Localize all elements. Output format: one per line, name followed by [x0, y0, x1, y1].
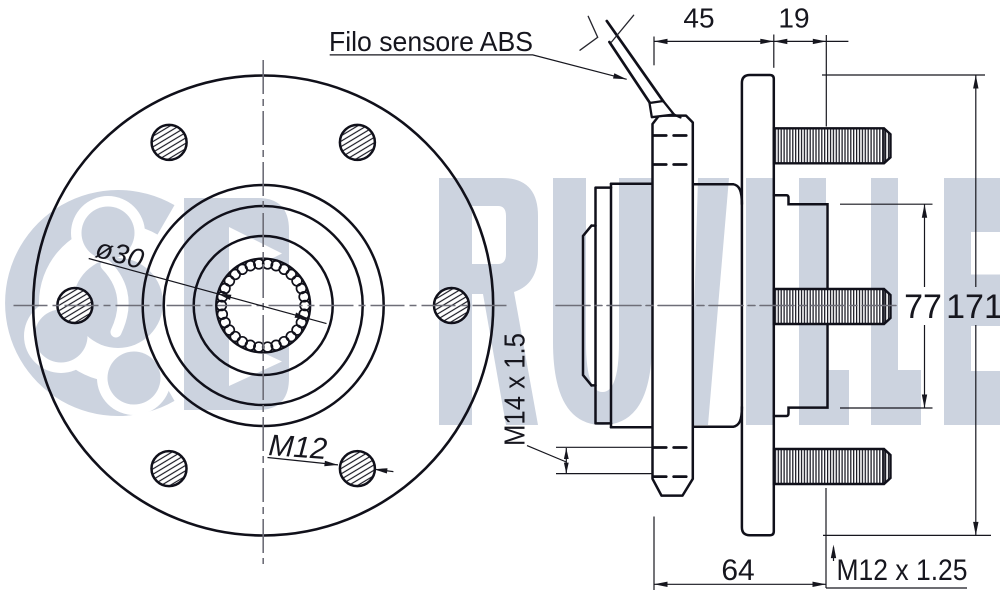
spline-tooth	[244, 259, 257, 272]
spline-tooth	[216, 308, 229, 320]
dimension-arrowhead	[563, 448, 569, 459]
dimension-arrowhead	[921, 394, 928, 408]
dimension-arrowhead	[830, 544, 837, 559]
dim-19-text: 19	[778, 3, 809, 34]
annotations: Filo sensore ABS 45 19 77 171 64 M12 x 1…	[88, 3, 1000, 590]
wheel-stud-2	[772, 287, 892, 326]
spline-tooth	[285, 268, 297, 281]
detail-polygon	[229, 337, 282, 386]
outline-path	[871, 178, 921, 425]
outline-path	[329, 54, 627, 80]
dimension-arrowhead	[654, 38, 668, 45]
abs-sensor-wire	[579, 14, 682, 119]
wire-break-mark	[579, 15, 599, 51]
spline-tooth	[253, 258, 265, 270]
dimension-arrowhead	[654, 581, 668, 587]
bolt-hole-2	[338, 123, 377, 162]
outline-path	[605, 19, 665, 103]
outline-path	[88, 257, 327, 325]
dim-77-text: 77	[904, 288, 942, 326]
bolt-hole-6	[338, 449, 377, 488]
dimension-arrowhead	[563, 462, 569, 474]
dimension-77: 77	[840, 203, 942, 409]
label-sensor-wire: Filo sensore ABS	[329, 26, 627, 80]
dimension-45-19: 45 19	[653, 3, 849, 127]
outline-path	[439, 178, 538, 425]
outline-path	[672, 113, 682, 119]
dimension-arrowhead	[773, 38, 788, 45]
outline-path	[772, 127, 892, 165]
spline-tooth	[261, 258, 274, 270]
wheel-stud-3	[772, 447, 892, 486]
dimension-64: 64	[653, 488, 827, 590]
dimension-arrowhead	[294, 312, 309, 319]
label-sensor-thread: M14 x 1.5	[500, 333, 654, 475]
label-stud-thread: M12 x 1.25	[826, 544, 968, 589]
outline-path	[746, 178, 775, 425]
wire-sleeve	[648, 99, 676, 119]
dimension-arrowhead	[217, 293, 232, 300]
sensor-thread-text: M14 x 1.5	[500, 333, 532, 446]
bolt-thread-text: M12	[268, 429, 329, 466]
side-view	[555, 14, 898, 537]
flange-plate	[740, 73, 776, 537]
dimension-arrowhead	[973, 521, 979, 536]
outline-path	[553, 178, 652, 425]
outline-path	[731, 182, 744, 206]
dimension-arrowhead	[373, 468, 388, 474]
outline-path	[772, 447, 892, 486]
dim-64-text: 64	[721, 554, 754, 587]
outline-path	[608, 40, 652, 105]
spline-tooth	[223, 275, 236, 287]
wheel-stud-1	[772, 127, 892, 165]
dimension-171: 171	[822, 74, 1000, 536]
label-bolt-thread: M12	[267, 429, 394, 474]
outline-path	[100, 259, 129, 338]
dim-45-text: 45	[683, 3, 714, 34]
spline-tooth	[229, 330, 241, 343]
dimension-arrowhead	[324, 460, 338, 467]
spline-tooth	[298, 291, 310, 303]
dimension-arrowhead	[973, 75, 979, 89]
dimension-arrowhead	[921, 204, 928, 218]
sensor-wire-label-text: Filo sensore ABS	[329, 26, 533, 57]
dimension-arrowhead	[812, 581, 826, 587]
bolt-hole-3	[150, 123, 188, 162]
outline-path	[731, 405, 744, 429]
outline-path	[772, 287, 892, 326]
dim-171-text: 171	[946, 288, 1000, 326]
outline-path	[526, 445, 567, 463]
dimension-arrowhead	[760, 38, 774, 45]
dimension-arrowhead	[812, 38, 827, 45]
outline-path	[610, 14, 635, 43]
spline-tooth	[291, 324, 303, 336]
spline-tooth	[270, 339, 282, 352]
detail-circle	[81, 206, 135, 260]
outline-path	[944, 178, 1000, 425]
bolt-hole-5	[150, 449, 188, 488]
dimension-arrowhead	[613, 73, 627, 80]
front-view	[13, 60, 509, 564]
stud-thread-text: M12 x 1.25	[837, 554, 968, 587]
detail-circle	[107, 351, 161, 405]
